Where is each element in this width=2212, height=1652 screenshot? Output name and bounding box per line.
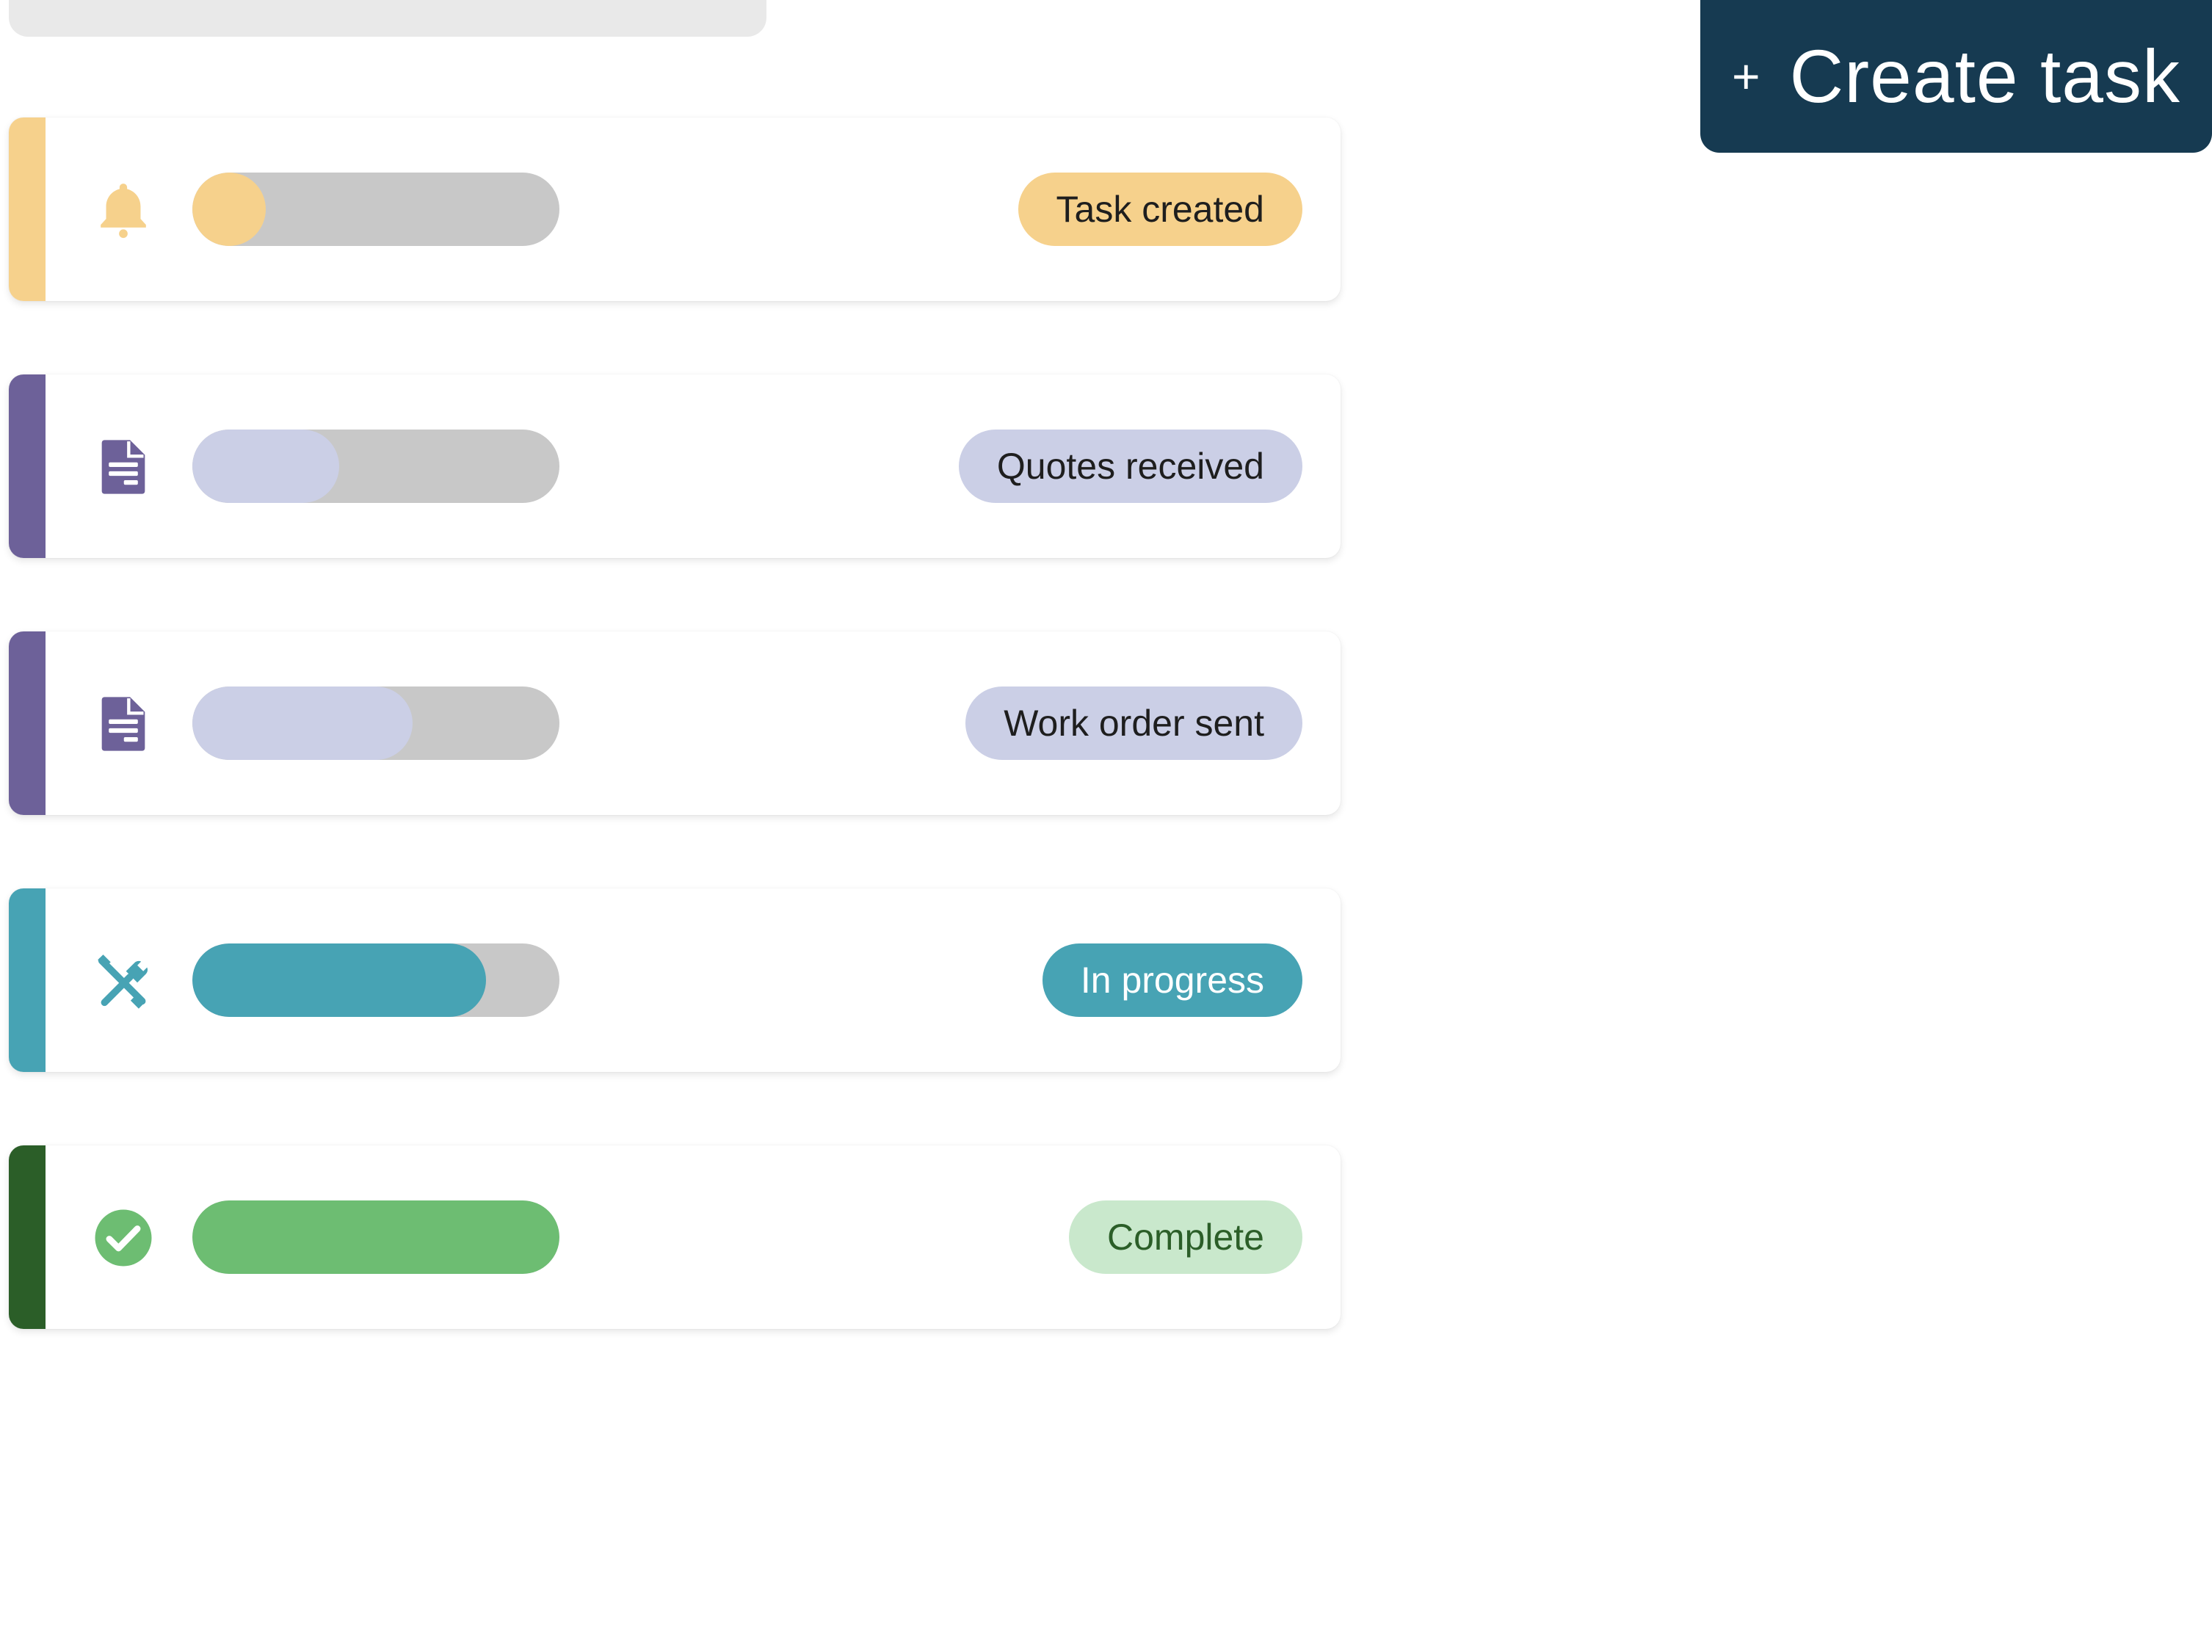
progress-track — [192, 943, 559, 1017]
tools-icon — [91, 949, 156, 1013]
status-badge: In progress — [1042, 943, 1302, 1017]
progress-track — [192, 173, 559, 246]
progress-fill — [192, 943, 486, 1017]
progress-fill — [192, 430, 339, 503]
progress-fill — [192, 173, 266, 246]
progress-track — [192, 1200, 559, 1274]
create-task-button[interactable]: + Create task — [1700, 0, 2212, 153]
progress-track — [192, 430, 559, 503]
status-badge: Quotes received — [958, 430, 1302, 503]
status-accent-bar — [9, 1145, 46, 1329]
status-badge: Complete — [1069, 1200, 1302, 1274]
task-status-card[interactable]: Task created — [9, 117, 1341, 301]
task-status-card[interactable]: Work order sent — [9, 631, 1341, 815]
document-icon — [91, 435, 156, 499]
document-icon — [91, 692, 156, 756]
progress-fill — [192, 686, 413, 760]
check-circle-icon — [91, 1206, 156, 1270]
task-status-card[interactable]: In progress — [9, 888, 1341, 1072]
progress-track — [192, 686, 559, 760]
status-accent-bar — [9, 631, 46, 815]
status-accent-bar — [9, 888, 46, 1072]
create-task-label: Create task — [1789, 35, 2181, 118]
status-badge: Task created — [1018, 173, 1302, 246]
status-accent-bar — [9, 117, 46, 301]
bell-icon — [91, 178, 156, 242]
plus-icon: + — [1731, 49, 1760, 104]
task-status-card[interactable]: Complete — [9, 1145, 1341, 1329]
status-badge: Work order sent — [965, 686, 1302, 760]
status-accent-bar — [9, 374, 46, 558]
search-bar-placeholder[interactable] — [9, 0, 766, 37]
progress-fill — [192, 1200, 559, 1274]
task-status-card[interactable]: Quotes received — [9, 374, 1341, 558]
